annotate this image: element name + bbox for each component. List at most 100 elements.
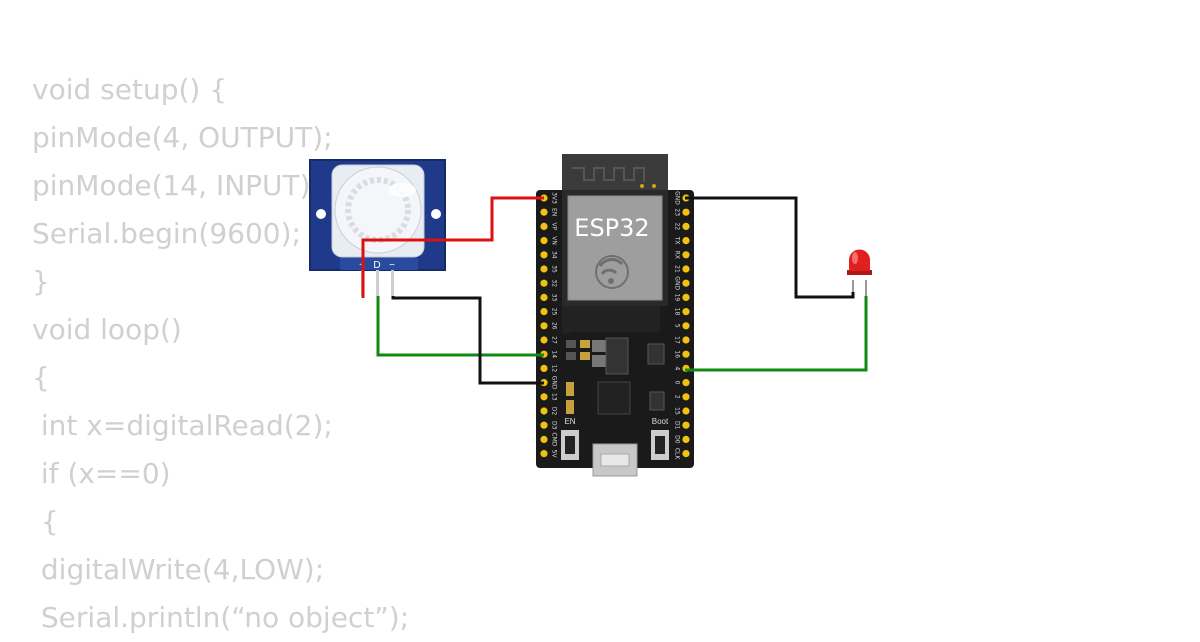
pir-mount-hole-right [431, 209, 441, 219]
code-line: { [32, 361, 50, 394]
pir-lens-pattern [345, 177, 411, 243]
pir-pin-out[interactable] [376, 270, 379, 296]
pin-pad[interactable] [682, 265, 690, 273]
pin-pad[interactable] [540, 364, 548, 372]
code-line: if (x==0) [32, 457, 171, 490]
pin-pad[interactable] [540, 308, 548, 316]
pin-pad[interactable] [540, 322, 548, 330]
pin-label: 18 [674, 308, 681, 316]
pin-pad[interactable] [682, 237, 690, 245]
left-pin-header: 3V3ENVPVN343532332526271412GND13D2D3CMD5… [540, 192, 558, 458]
pin-label: 22 [674, 223, 681, 231]
code-line: pinMode(4, OUTPUT); [32, 121, 333, 154]
usb-uart-chip [597, 381, 631, 415]
pin-pad[interactable] [540, 393, 548, 401]
wire-pir-out-to-gpio14[interactable] [376, 296, 544, 357]
pir-pin-label: − [389, 260, 395, 271]
pin-pad[interactable] [540, 336, 548, 344]
pin-pad[interactable] [682, 336, 690, 344]
pin-label: 26 [551, 322, 558, 330]
antenna-pad [640, 184, 644, 188]
red-led[interactable] [847, 249, 872, 296]
pin-pad[interactable] [682, 251, 690, 259]
pin-pad[interactable] [682, 208, 690, 216]
pir-pin-header [340, 258, 418, 270]
pin-label: GND [674, 276, 681, 290]
led-highlight [852, 252, 858, 264]
wire-pir-gnd-to-gnd[interactable] [391, 296, 544, 385]
pin-pad[interactable] [682, 222, 690, 230]
pin-pad[interactable] [540, 435, 548, 443]
pin-pad[interactable] [682, 279, 690, 287]
pin-label: GND [674, 191, 681, 205]
pin-pad[interactable] [540, 407, 548, 415]
pin-pad[interactable] [540, 208, 548, 216]
pir-mount-hole-left [316, 209, 326, 219]
wire-gpio4-to-led[interactable] [685, 296, 868, 372]
code-listing: void setup() {pinMode(4, OUTPUT);pinMode… [32, 66, 409, 642]
pin-label: 0 [674, 381, 681, 385]
smd-component [566, 340, 576, 348]
smd-component [566, 382, 574, 396]
pin-pad[interactable] [540, 450, 548, 458]
code-line: pinMode(14, INPUT); [32, 169, 320, 202]
en-button-label: EN [564, 417, 575, 426]
boot-button[interactable] [651, 430, 669, 460]
pin-label: 2 [674, 395, 681, 399]
esp32-board[interactable]: ESP32 EN Boot [536, 154, 694, 477]
pin-pad[interactable] [540, 265, 548, 273]
pin-label: 17 [674, 336, 681, 344]
pin-pad[interactable] [682, 435, 690, 443]
pin-pad[interactable] [682, 308, 690, 316]
smd-chip [649, 391, 665, 411]
espressif-logo-icon [595, 255, 629, 289]
pin-pad[interactable] [682, 450, 690, 458]
pin-pad[interactable] [682, 322, 690, 330]
pin-pad[interactable] [682, 293, 690, 301]
antenna-trace [572, 167, 645, 182]
code-line: void loop() [32, 313, 182, 346]
pin-label: 34 [551, 251, 558, 259]
wire-pir-vcc-to-3v3[interactable] [361, 196, 544, 298]
voltage-regulator [592, 340, 606, 352]
pin-pad[interactable] [540, 293, 548, 301]
pin-pad[interactable] [682, 393, 690, 401]
pin-label: 12 [551, 365, 558, 373]
pin-pad[interactable] [682, 379, 690, 387]
pin-pad[interactable] [682, 350, 690, 358]
pir-sensor[interactable]: +D− [309, 159, 446, 296]
wire-gnd-to-led[interactable] [685, 196, 855, 299]
voltage-regulator [592, 355, 606, 367]
ldo-chip [605, 337, 629, 375]
pin-label: 5 [674, 324, 681, 328]
smd-component [566, 400, 574, 414]
pin-label: 33 [551, 294, 558, 302]
pin-pad[interactable] [540, 279, 548, 287]
pin-pad[interactable] [682, 421, 690, 429]
pin-label: 4 [674, 366, 681, 370]
pir-pin-gnd[interactable] [391, 270, 394, 296]
en-button[interactable] [561, 430, 579, 460]
pin-label: CMD [551, 432, 558, 446]
pin-pad[interactable] [540, 237, 548, 245]
pin-pad[interactable] [540, 222, 548, 230]
pin-label: 19 [674, 294, 681, 302]
boot-button-label: Boot [652, 417, 669, 426]
code-line: } [32, 265, 50, 298]
pin-pad[interactable] [540, 421, 548, 429]
code-line: digitalWrite(4,LOW); [32, 553, 325, 586]
pin-pad[interactable] [540, 251, 548, 259]
pin-pad[interactable] [682, 407, 690, 415]
esp32-shield [567, 195, 663, 301]
pin-label: 3V3 [551, 192, 558, 204]
pin-label: 13 [551, 393, 558, 401]
pin-label: 14 [551, 350, 558, 358]
pir-pin-label: D [373, 260, 380, 271]
antenna-pad [652, 184, 656, 188]
pin-label: D3 [551, 421, 558, 430]
smd-component [566, 352, 576, 360]
pin-label: 15 [674, 407, 681, 415]
micro-usb-port[interactable] [592, 443, 638, 477]
